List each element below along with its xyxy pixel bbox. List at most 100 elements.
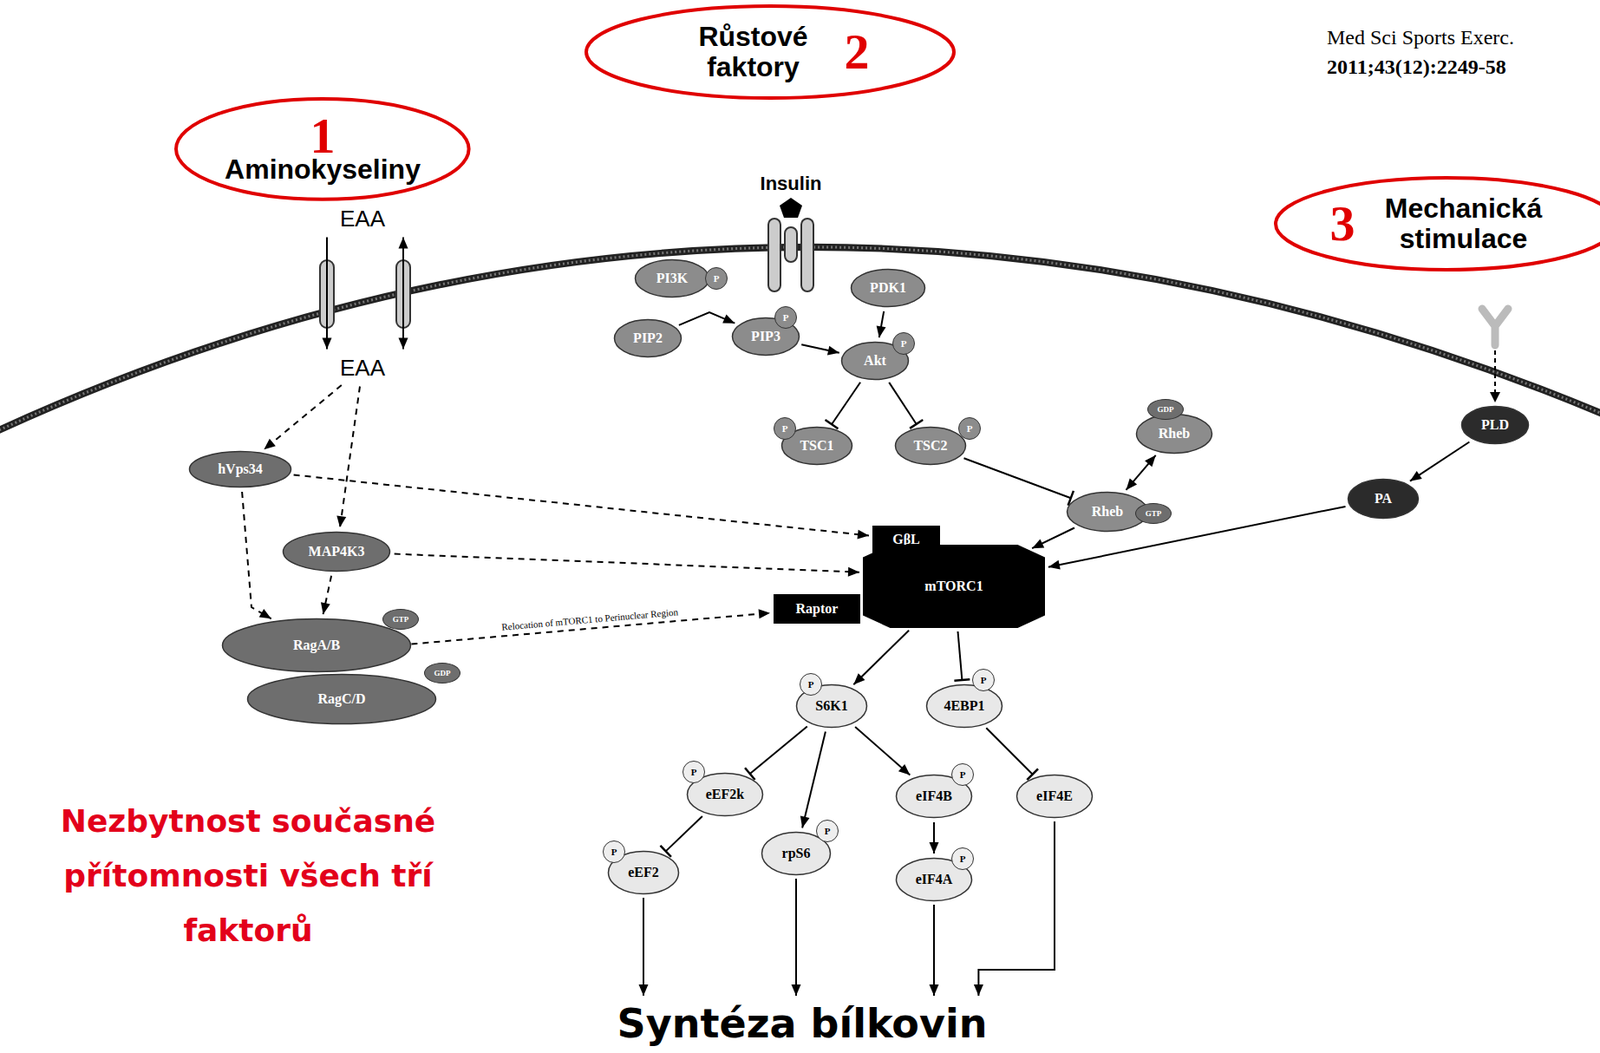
phospho-badge: P [705,267,728,290]
arrow-head [322,338,333,350]
factor-oval: 3Mechanická stimulace [1273,175,1600,273]
ellipse-outline [1462,406,1529,445]
phospho-badge: P [892,332,915,355]
connector [800,731,826,829]
connector [293,475,869,540]
connector-line [642,897,645,996]
citation: Med Sci Sports Exerc. [1326,26,1515,50]
text-node: EAA [336,352,389,384]
node-label: PI3K [656,270,688,287]
connector [929,822,940,854]
node-label: eIF4A [915,871,954,888]
connector [964,457,1074,505]
connector-line [1410,442,1470,482]
pathway-node: mTORC1 [862,544,1045,628]
ellipse-outline [614,320,682,358]
receptor-subunit [784,227,797,262]
connector-line [241,491,272,619]
arrow-head [1489,391,1501,403]
nucleotide-badge: GDP [1147,398,1184,420]
connector-line [1031,528,1075,549]
arrow-head [1125,477,1137,490]
pathway-node: PIP2 [613,318,683,359]
octagon-outline [862,544,1045,628]
phospho-badge: P [774,306,797,329]
pathway-node: PA [1346,477,1420,520]
text-node: Syntéza bílkovin [613,998,992,1049]
connector [929,904,940,996]
connector-line [402,237,405,350]
node-label: Rheb [1158,425,1190,442]
node-label: eIF4E [1036,788,1073,804]
connector [322,237,333,350]
arrow-head [857,529,870,540]
phospho-badge: P [951,763,974,786]
arrow-head [336,515,347,528]
node-label: Syntéza bílkovin [617,999,988,1047]
arrow-head [973,984,984,996]
pathway-node: RagC/D [246,672,438,725]
connector [853,630,909,685]
arrow-head [791,984,802,996]
receptor-subunit [768,218,781,292]
arrow-head [929,984,940,996]
connector [679,312,735,326]
node-label: hVps34 [217,461,263,477]
connector [320,575,332,614]
connector-line [888,382,917,425]
pathway-node: Rheb [1135,412,1214,455]
node-label: S6K1 [815,698,848,714]
oval-outline [586,6,954,98]
transporter [320,260,334,328]
node-label: Aminokyseliny [224,154,421,185]
arrow-head [758,608,771,619]
phospho-badge: P [799,672,823,696]
connector-line [339,386,360,529]
arrow-head [853,672,865,685]
factor-oval: Růstové faktory2 [583,3,957,101]
connector-line [666,816,703,851]
pathway-node: TSC2 [894,425,967,466]
connector-line [978,821,1055,996]
membrane-texture [0,247,1600,434]
connector-line [1126,455,1156,490]
inhibition-bar [909,419,923,429]
inhibition-bar [953,679,970,681]
node-label: RagC/D [317,691,366,707]
node-label: rpS6 [782,845,811,862]
note: Nezbytnost současné přítomnosti všech tř… [5,793,491,958]
connector-line [855,726,910,776]
callout-number: 2 [844,29,870,75]
pathway-node: MAP4K3 [281,530,392,573]
mechanoreceptor [1482,308,1509,346]
connector-line [394,554,860,573]
ellipse-outline [189,451,292,488]
connector [986,727,1039,780]
node-label: Mechanická stimulace [1363,193,1563,255]
connector-line [964,457,1072,498]
nucleotide-badge: GTP [1135,502,1172,524]
connector [639,897,649,996]
ellipse-outline [248,674,437,725]
connector [876,311,887,338]
ellipse-outline [1017,775,1093,818]
connector [791,878,802,996]
nucleotide-badge: GDP [424,662,461,684]
insulin-molecule [779,197,803,218]
callout-number: 1 [309,113,335,159]
connector [659,816,702,857]
ellipse-outline [283,532,391,572]
edge-label: Relocation of mTORC1 to Perinuclear Regi… [499,606,680,633]
phospho-badge: P [958,417,981,440]
connector-line [293,475,869,536]
arrow-head [1048,560,1061,570]
node-label: Růstové faktory [671,21,836,83]
arrow-head [722,313,735,323]
arrow-head [848,567,860,577]
connector-line [263,385,342,450]
connector-line [853,630,909,685]
connector [744,725,808,780]
connector-line [879,311,884,338]
node-label: Rheb [1091,503,1124,520]
